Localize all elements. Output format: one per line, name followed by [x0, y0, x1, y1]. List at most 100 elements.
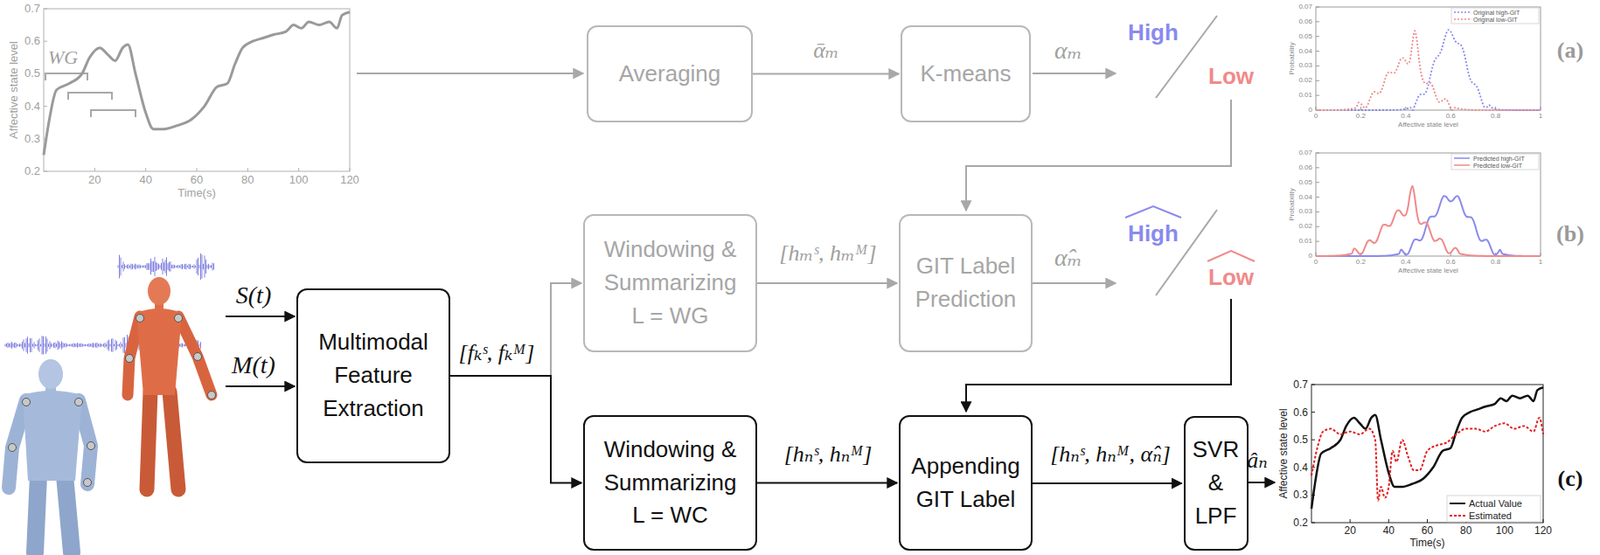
waveform-stroke: [213, 263, 215, 270]
tick-label: 0.3: [1293, 489, 1308, 501]
waveform-stroke: [6, 343, 7, 348]
waveform-stroke: [184, 264, 186, 270]
legend-sample: [1453, 11, 1470, 14]
waveform-stroke: [191, 265, 193, 268]
figure-leg: [169, 391, 179, 490]
waveform-stroke: [21, 341, 23, 349]
waveform-stroke: [124, 337, 126, 354]
flow-connector: [450, 283, 582, 376]
motion-sensor: [83, 479, 92, 487]
waveform-stroke: [20, 343, 22, 347]
waveform-stroke: [110, 343, 112, 347]
tick-mark: [1311, 439, 1315, 441]
tick-mark: [1360, 106, 1362, 111]
waveform-stroke: [49, 340, 51, 349]
tick-label: 40: [139, 173, 152, 187]
process-box: Multimodal Feature Extraction: [296, 288, 451, 464]
waveform-stroke: [162, 258, 164, 275]
tick-mark: [94, 167, 96, 172]
waveform-stroke: [120, 257, 122, 277]
waveform-stroke: [186, 264, 188, 271]
waveform-stroke: [171, 264, 173, 269]
tick-mark: [1311, 522, 1315, 524]
waveform-stroke: [71, 344, 73, 348]
figure-torso: [136, 308, 182, 396]
waveform-stroke: [57, 340, 59, 351]
waveform-stroke: [173, 264, 175, 269]
window-label: WG: [46, 47, 80, 68]
legend-text: Actual Value: [1468, 499, 1523, 509]
tick-mark: [1315, 20, 1320, 22]
class-label: High: [1127, 222, 1179, 246]
tick-label: 0.01: [1298, 91, 1313, 99]
waveform-stroke: [200, 253, 202, 280]
waveform-stroke: [48, 343, 49, 348]
waveform-stroke: [79, 343, 81, 348]
waveform-stroke: [105, 344, 107, 348]
waveform-stroke: [62, 342, 64, 348]
waveform-stroke: [189, 264, 191, 270]
distribution-curve: [1315, 186, 1541, 257]
tick-label: 1: [1538, 112, 1543, 120]
tick-mark: [1315, 166, 1320, 168]
waveform-stroke: [129, 265, 131, 269]
waveform-stroke: [149, 263, 151, 271]
waveform-stroke: [50, 343, 52, 348]
waveform-stroke: [181, 343, 183, 348]
tick-label: 0.06: [1298, 18, 1313, 26]
waveform-stroke: [34, 344, 36, 348]
waveform-stroke: [52, 344, 54, 347]
tick-mark: [1315, 65, 1320, 67]
tick-label: 0.02: [1298, 76, 1313, 84]
tick-mark: [247, 167, 249, 172]
legend-text: Estimated: [1468, 511, 1512, 522]
waveform-stroke: [89, 343, 91, 348]
box-text: SVR & LPF: [1190, 433, 1242, 533]
waveform-stroke: [31, 338, 33, 353]
waveform-stroke: [63, 343, 65, 348]
axis-title: Time(s): [177, 187, 216, 200]
tick-label: 100: [1495, 525, 1514, 537]
waveform-stroke: [180, 343, 182, 348]
axis-title: Probability: [1288, 187, 1296, 221]
tick-mark: [1349, 519, 1351, 523]
tick-label: 0.07: [1298, 149, 1313, 157]
waveform-stroke: [95, 342, 97, 348]
waveform-stroke: [11, 341, 13, 349]
tick-label: 0.8: [1490, 112, 1501, 120]
tick-label: 0.7: [24, 2, 41, 15]
waveform-stroke: [70, 344, 72, 348]
waveform-stroke: [175, 265, 177, 268]
waveform-stroke: [78, 343, 80, 348]
tick-mark: [1311, 384, 1315, 386]
waveform-stroke: [94, 343, 96, 347]
flow-connector: [757, 282, 898, 285]
actual-curve: [1311, 387, 1544, 509]
tick-label: 0.6: [1293, 406, 1308, 418]
waveform-stroke: [154, 257, 156, 277]
waveform-stroke: [167, 263, 169, 271]
waveform-stroke: [47, 339, 49, 353]
figure-head: [38, 359, 63, 390]
tick-label: 0.7: [1293, 379, 1308, 391]
waveform-stroke: [192, 265, 194, 268]
box-text: Windowing & Summarizing: [590, 433, 751, 500]
motion-sensor: [22, 398, 31, 407]
waveform-stroke: [166, 257, 167, 276]
waveform-stroke: [90, 344, 91, 348]
tick-label: 0.06: [1298, 164, 1313, 172]
waveform-stroke: [123, 261, 125, 272]
waveform-stroke: [112, 338, 114, 353]
audio-waveforms: [5, 253, 215, 356]
waveform-stroke: [66, 343, 68, 347]
figure-head: [147, 277, 171, 306]
waveform-stroke: [68, 344, 70, 347]
waveform-stroke: [76, 342, 78, 348]
panel-label: (b): [1556, 222, 1585, 246]
waveform-stroke: [184, 344, 186, 348]
tick-mark: [1315, 241, 1320, 243]
waveform-stroke: [131, 264, 133, 271]
tick-label: 0: [1314, 112, 1318, 120]
waveform-stroke: [179, 265, 181, 269]
tick-mark: [43, 73, 48, 75]
